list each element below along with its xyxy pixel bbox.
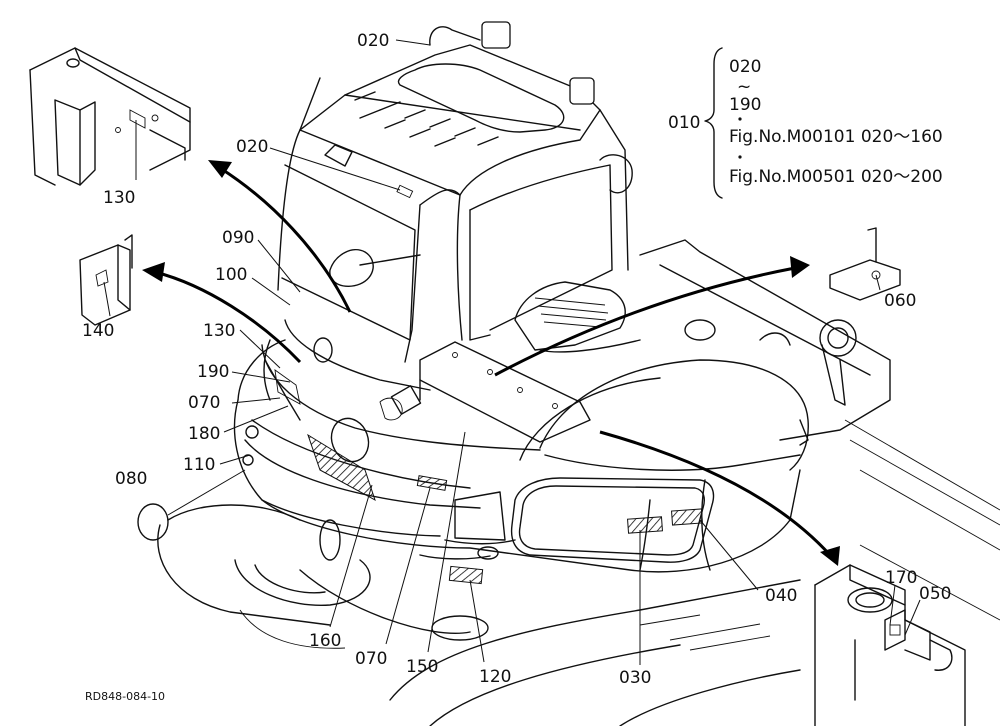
callout-180: 180	[188, 424, 220, 444]
callout-070-left: 070	[188, 393, 220, 413]
note-range-end: 190	[729, 95, 761, 115]
callout-060: 060	[884, 291, 916, 311]
callout-080: 080	[115, 469, 147, 489]
callout-120: 120	[479, 667, 511, 687]
callout-110: 110	[183, 455, 215, 475]
callout-040: 040	[765, 586, 797, 606]
callout-020-top: 020	[357, 31, 389, 51]
note-dot	[738, 117, 742, 121]
callout-labels: 020 020 130 090 100 140 130 190 070 180 …	[82, 31, 951, 688]
callout-090: 090	[222, 228, 254, 248]
callout-100: 100	[215, 265, 247, 285]
callout-030: 030	[619, 668, 651, 688]
note-fig-m00101: Fig.No.M00101 020〜160	[729, 127, 943, 147]
callout-190: 190	[197, 362, 229, 382]
note-range-tilde: ~	[737, 77, 751, 97]
callout-070-bottom: 070	[355, 649, 387, 669]
callout-160: 160	[309, 631, 341, 651]
callout-170: 170	[885, 568, 917, 588]
callout-150: 150	[406, 657, 438, 677]
note-range-start: 020	[729, 57, 761, 77]
excavator-drawing	[29, 21, 1000, 726]
callout-050: 050	[919, 584, 951, 604]
note-block: 010 020 ~ 190 Fig.No.M00101 020〜160 Fig.…	[668, 47, 943, 199]
reference-code: RD848-084-10	[85, 690, 165, 703]
note-label-010: 010	[668, 113, 700, 133]
callout-020-left: 020	[236, 137, 268, 157]
callout-130: 130	[203, 321, 235, 341]
callout-140: 140	[82, 321, 114, 341]
note-fig-m00501: Fig.No.M00501 020〜200	[729, 167, 943, 187]
note-dot	[738, 155, 742, 159]
callout-130-inset: 130	[103, 188, 135, 208]
leader-lines	[103, 39, 921, 665]
detail-arrows	[142, 160, 840, 566]
